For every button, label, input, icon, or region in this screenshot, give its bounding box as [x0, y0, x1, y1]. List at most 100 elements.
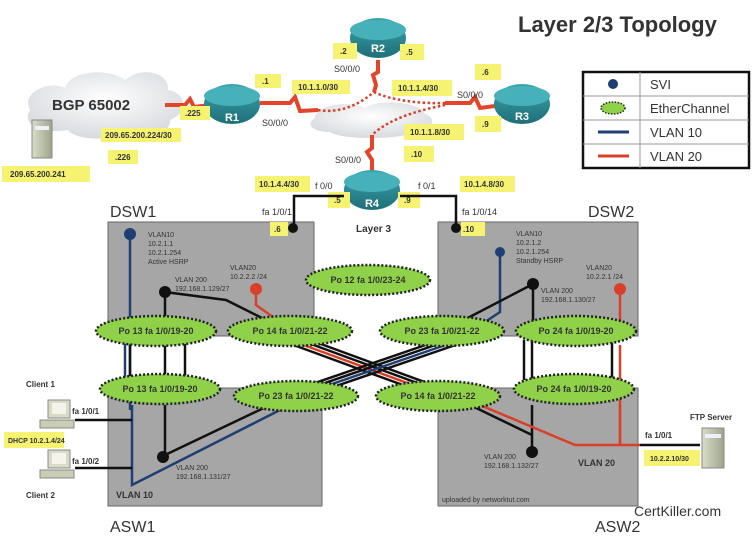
dsw2-vlan10-vip: 10.2.1.254 [516, 249, 549, 256]
router-r4[interactable]: R4 [344, 170, 400, 210]
dsw2-routed-port-icon [451, 223, 461, 233]
dsw2-vlan200-ip: 192.168.1.130/27 [541, 297, 596, 304]
asw2-vlan200-ip: 192.168.1.132/27 [484, 463, 539, 470]
client1-iface: fa 1/0/1 [72, 407, 100, 416]
bgp-as-label: BGP 65002 [52, 97, 130, 114]
subnet-r4-dsw1: 10.1.4.4/30 [259, 180, 300, 189]
bgp-peer-addr: .226 [115, 153, 131, 162]
dsw1-routed-port-icon [288, 223, 298, 233]
r3-iface: S0/0/0 [457, 90, 483, 100]
etherchannel-po23-asw1[interactable]: Po 23 fa 1/0/21-22 [232, 379, 360, 413]
etherchannel-ellipse-icon [94, 314, 218, 348]
r2-addr-left: .2 [340, 47, 347, 56]
wan-cloud [310, 102, 433, 138]
router-name: R1 [225, 112, 239, 124]
etherchannel-ellipse-icon [514, 314, 638, 348]
client2-iface: fa 1/0/2 [72, 457, 100, 466]
asw2-watermark: uploaded by networktut.com [442, 497, 530, 504]
dsw2-name: DSW2 [588, 204, 634, 221]
etherchannel-label: Po 23 fa 1/0/21-22 [404, 326, 479, 336]
dsw2-vlan10-ip: 10.2.1.2 [516, 240, 541, 247]
etherchannel-label: Po 12 fa 1/0/23-24 [330, 275, 405, 285]
r4-iface-left: f 0/0 [315, 181, 333, 191]
client2-pc-icon[interactable] [39, 449, 75, 479]
dsw1-vlan20-ip: 10.2.2.2 /24 [230, 274, 267, 281]
asw2-vlan200-svi-icon [526, 446, 538, 458]
etherchannel-po24-dsw2[interactable]: Po 24 fa 1/0/19-20 [514, 314, 638, 348]
dsw1-vlan200-svi-icon [159, 286, 171, 298]
etherchannel-po13-dsw1[interactable]: Po 13 fa 1/0/19-20 [94, 314, 218, 348]
dsw2-vlan10-svi-icon [495, 247, 505, 257]
dsw1-uplink-addr: .6 [274, 225, 281, 234]
etherchannel-po12[interactable]: Po 12 fa 1/0/23-24 [304, 263, 432, 297]
diagram-title: Layer 2/3 Topology [518, 12, 718, 37]
dsw1-vlan20-svi-icon [250, 283, 262, 295]
client1-pc-icon[interactable] [39, 399, 75, 429]
dsw2-vlan200-name: VLAN 200 [541, 288, 573, 295]
etherchannel-label: Po 23 fa 1/0/21-22 [258, 391, 333, 401]
r3-addr-top: .6 [482, 68, 489, 77]
svi-dot-icon [608, 79, 618, 89]
client-dhcp-ip: DHCP 10.2.1.4/24 [8, 438, 65, 445]
router-r2[interactable]: R2 [350, 18, 406, 58]
dsw2-vlan20-ip: 10.2.2.1 /24 [586, 274, 623, 281]
certkiller-watermark: CertKiller.com [634, 503, 721, 519]
dsw2-uplink-iface: fa 1/0/14 [462, 207, 497, 217]
client2-label: Client 2 [26, 491, 55, 500]
ftp-server-icon[interactable] [701, 427, 725, 469]
dsw1-vlan10-name: VLAN10 [148, 232, 174, 239]
etherchannel-ellipse-icon [226, 314, 354, 348]
asw1-vlan10-label: VLAN 10 [116, 490, 153, 500]
dsw2-hsrp-role: Standby HSRP [516, 258, 563, 265]
r4-dsw1-link [292, 194, 344, 226]
router-r1[interactable]: R1 [204, 84, 260, 124]
etherchannel-po14-dsw1[interactable]: Po 14 fa 1/0/21-22 [226, 314, 354, 348]
layer3-label: Layer 3 [356, 224, 391, 235]
dsw2-vlan200-svi-icon [527, 278, 539, 290]
router-name: R4 [365, 198, 380, 210]
r3-addr-bottom: .9 [482, 120, 489, 129]
etherchannel-ellipse-icon [378, 314, 506, 348]
asw2-name: ASW2 [595, 519, 640, 536]
etherchannel-label: Po 24 fa 1/0/19-20 [538, 326, 613, 336]
frame-relay-pvcs [317, 90, 446, 136]
dsw1-hsrp-role: Active HSRP [148, 259, 189, 266]
r4-iface-right: f 0/1 [418, 181, 436, 191]
etherchannel-label: Po 14 fa 1/0/21-22 [400, 391, 475, 401]
dsw2-uplink-addr: .10 [463, 225, 475, 234]
etherchannel-label: Po 13 fa 1/0/19-20 [122, 384, 197, 394]
ftp-iface: fa 1/0/1 [645, 431, 673, 440]
r4-serial-addr: .10 [411, 150, 423, 159]
subnet-r4-dsw2: 10.1.4.8/30 [464, 180, 505, 189]
r1-bgp-addr: .225 [185, 109, 201, 118]
subnet-r1-r2: 10.1.1.0/30 [298, 83, 339, 92]
bgp-server-ip: 209.65.200.241 [10, 170, 66, 179]
dsw1-vlan20-name: VLAN20 [230, 265, 256, 272]
dsw1-vlan10-vip: 10.2.1.254 [148, 250, 181, 257]
r4-dsw2-link [400, 194, 458, 226]
r1-addr: .1 [262, 77, 269, 86]
etherchannel-po24-asw2[interactable]: Po 24 fa 1/0/19-20 [512, 372, 636, 406]
etherchannel-ellipse-icon [512, 372, 636, 406]
dsw1-uplink-iface: fa 1/0/1 [262, 207, 292, 217]
r2-addr-right: .5 [406, 48, 413, 57]
r4-addr-right: .9 [404, 196, 411, 205]
etherchannel-ellipse-icon [304, 263, 432, 297]
r2-iface: S0/0/0 [334, 64, 360, 74]
router-r3[interactable]: R3 [494, 84, 550, 124]
dsw2-vlan20-svi-icon [614, 283, 626, 295]
router-name: R3 [515, 111, 529, 123]
etherchannel-po23-dsw2[interactable]: Po 23 fa 1/0/21-22 [378, 314, 506, 348]
dsw1-vlan200-name: VLAN 200 [175, 277, 207, 284]
etherchannel-po14-asw2[interactable]: Po 14 fa 1/0/21-22 [374, 379, 502, 413]
legend-label: EtherChannel [650, 101, 730, 116]
r4-serial-iface: S0/0/0 [335, 155, 361, 165]
etherchannel-po13-asw1[interactable]: Po 13 fa 1/0/19-20 [98, 372, 222, 406]
dsw2-vlan20-name: VLAN20 [586, 265, 612, 272]
dsw1-vlan10-svi-icon [124, 228, 136, 240]
r4-addr-left: .5 [334, 196, 341, 205]
bgp-server-icon [31, 119, 53, 159]
ftp-ip: 10.2.2.10/30 [650, 456, 689, 463]
